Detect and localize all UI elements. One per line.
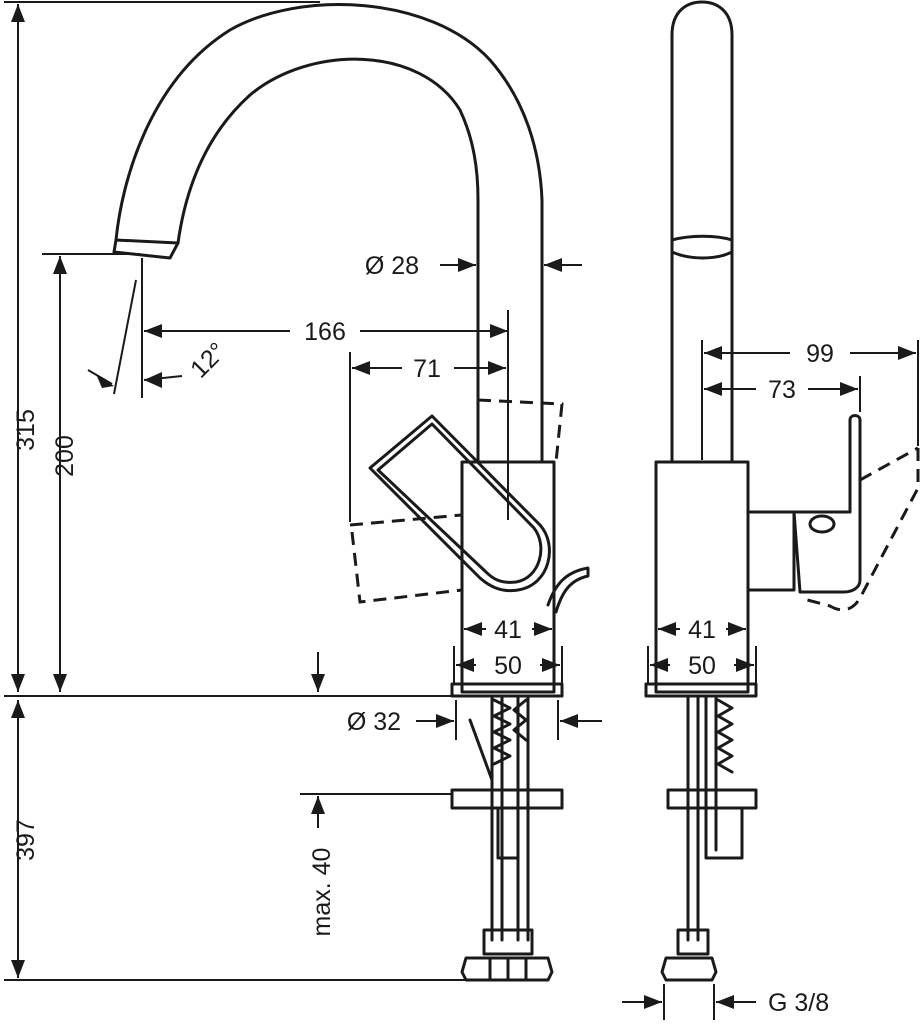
dimension-labels: 315 397 200 166 71 Ø 28 12° 41 50 Ø 32 m… xyxy=(12,252,834,1017)
label-397: 397 xyxy=(12,819,40,861)
side-view xyxy=(644,0,920,982)
mounting-hardware-front xyxy=(450,694,564,982)
lever-handle-inner xyxy=(376,422,543,584)
spout-side xyxy=(670,0,734,464)
label-315: 315 xyxy=(12,409,40,451)
lever-side-hole xyxy=(808,514,836,534)
label-diameter-28: Ø 28 xyxy=(365,252,419,280)
lever-alt-up xyxy=(477,398,564,463)
label-50-front: 50 xyxy=(494,652,522,680)
body-side xyxy=(654,460,750,694)
label-166: 166 xyxy=(304,318,346,346)
label-50-side: 50 xyxy=(688,652,716,680)
lever-handle xyxy=(368,414,551,593)
spout-inner-curve xyxy=(176,57,480,464)
base-plate-side xyxy=(644,682,758,698)
label-max-40: max. 40 xyxy=(308,848,336,937)
lever-side-grip xyxy=(792,414,862,594)
spout-side-aerator xyxy=(670,234,734,260)
spout-aerator xyxy=(112,238,180,260)
label-g-3-8: G 3/8 xyxy=(768,989,829,1017)
mounting-hardware-side xyxy=(660,694,758,982)
label-73: 73 xyxy=(768,376,796,404)
label-99: 99 xyxy=(806,340,834,368)
lever-alt-down xyxy=(349,513,463,604)
label-41-side: 41 xyxy=(688,616,716,644)
label-41-front: 41 xyxy=(494,616,522,644)
base-plate-front xyxy=(450,682,564,698)
front-view xyxy=(112,3,590,982)
pop-up-rod xyxy=(546,566,590,614)
label-diameter-32: Ø 32 xyxy=(347,708,401,736)
lever-side-alt xyxy=(799,446,920,612)
label-71: 71 xyxy=(413,355,441,383)
lever-side xyxy=(746,510,796,592)
label-12-degree: 12° xyxy=(185,337,232,384)
spout-outer-curve xyxy=(114,3,544,464)
label-200: 200 xyxy=(51,435,79,477)
dimension-lines xyxy=(4,1,919,1020)
